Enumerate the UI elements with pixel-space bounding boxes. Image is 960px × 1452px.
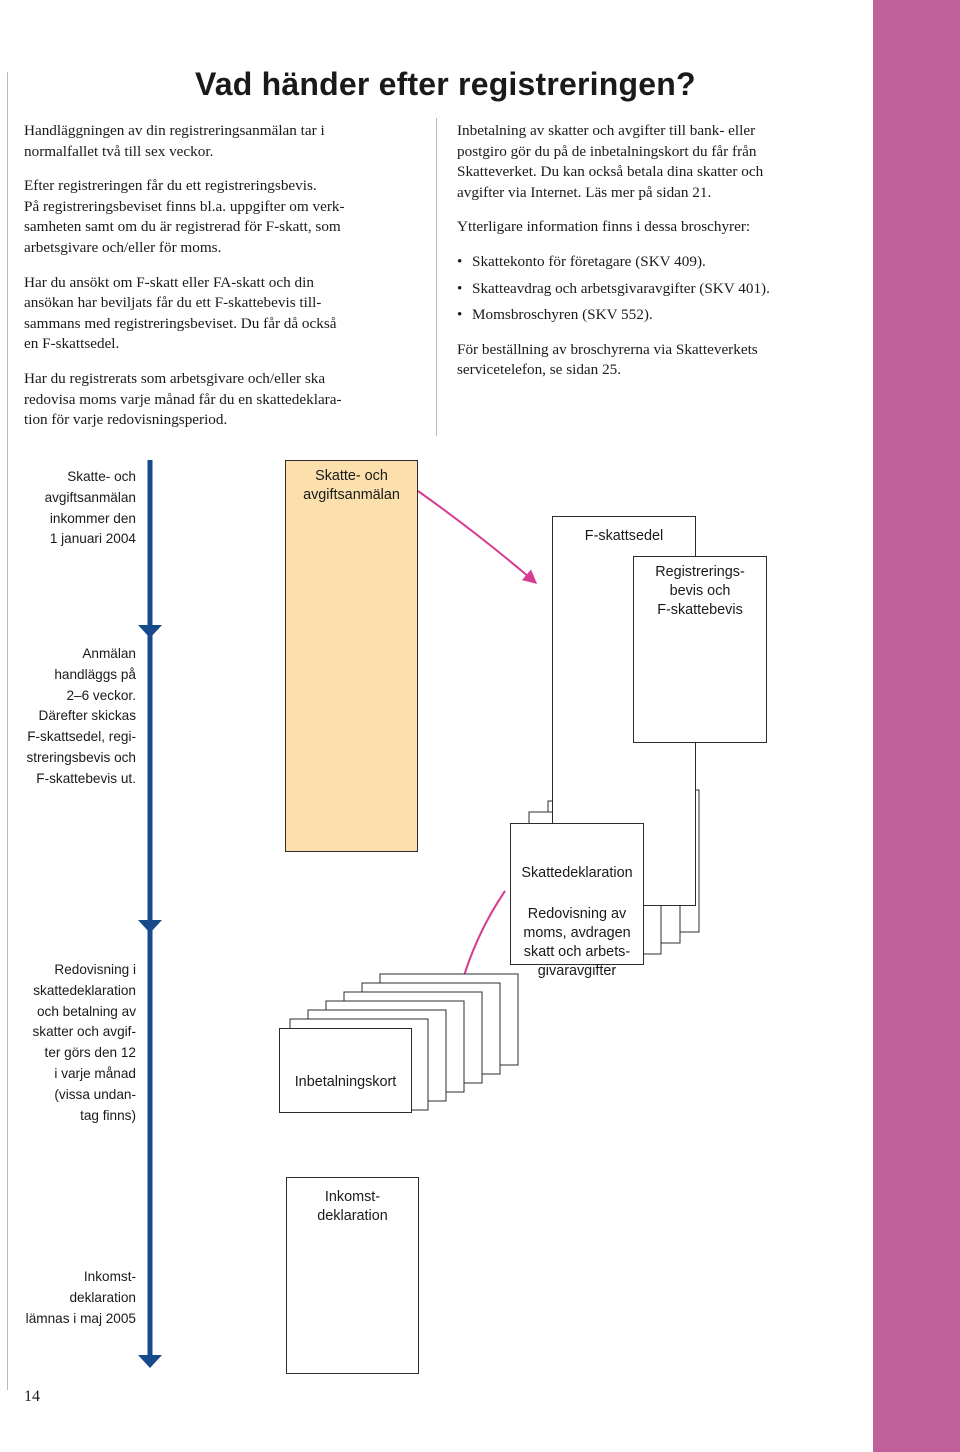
list-item: •Skatteavdrag och arbetsgivaravgifter (S… <box>457 279 852 300</box>
timeline <box>138 460 162 1368</box>
page-title: Vad händer efter registreringen? <box>195 66 696 102</box>
flow-arrow <box>456 890 506 991</box>
right-text-column: Inbetalning av skatter och avgifter till… <box>457 121 852 395</box>
timeline-label-processing: Anmälan handläggs på 2–6 veckor. Därefte… <box>26 646 136 786</box>
list-item: •Skattekonto för företagare (SKV 409). <box>457 252 852 273</box>
skattedeklaration-title: Skattedeklaration <box>521 865 633 881</box>
registreringsbevis-box <box>633 556 767 743</box>
inkomstdeklaration-box <box>286 1177 419 1374</box>
bullet-icon: • <box>457 252 463 270</box>
timeline-arrowhead <box>138 1355 162 1368</box>
paragraph-tax-return: Har du registrerats som arbetsgivare och… <box>24 369 342 429</box>
left-text-column: Handläggningen av din registreringsanmäl… <box>24 121 422 445</box>
inkomstdeklaration-label: Inkomst- deklaration <box>317 1189 388 1224</box>
ordering-info: För beställning av broschyrerna via Skat… <box>457 340 758 379</box>
inbetalningskort-label: Inbetalningskort <box>294 1074 397 1090</box>
skattedeklaration-box <box>510 823 644 965</box>
f-skattsedel-label: F-skattsedel <box>584 528 664 544</box>
timeline-arrowhead <box>138 920 162 933</box>
timeline-arrowhead <box>138 625 162 638</box>
inbetalningskort-box <box>279 1028 412 1113</box>
center-column-rule <box>436 118 437 436</box>
bullet-icon: • <box>457 279 463 297</box>
timeline-label-start: Skatte- och avgiftsanmälan inkommer den … <box>44 469 136 547</box>
paragraph-processing-time: Handläggningen av din registreringsanmäl… <box>24 122 325 160</box>
brochures-intro: Ytterligare information finns i dessa br… <box>457 218 751 236</box>
page-number: 14 <box>24 1388 40 1405</box>
anmalan-label: Skatte- och avgiftsanmälan <box>303 468 400 503</box>
paragraph-registration-certificate: Efter registreringen får du ett registre… <box>24 177 345 256</box>
list-item: •Momsbroschyren (SKV 552). <box>457 305 852 326</box>
paragraph-payment: Inbetalning av skatter och avgifter till… <box>457 122 764 201</box>
accent-side-bar <box>873 0 960 1452</box>
timeline-label-monthly: Redovisning i skattedeklaration och beta… <box>32 962 136 1123</box>
left-column-rule <box>7 72 8 1390</box>
flow-arrow <box>417 490 538 584</box>
registreringsbevis-label: Registrerings- bevis och F-skattebevis <box>655 564 745 618</box>
anmalan-box <box>285 460 418 852</box>
brochure-list: •Skattekonto för företagare (SKV 409). •… <box>457 252 852 326</box>
timeline-label-income-return: Inkomst- deklaration lämnas i maj 2005 <box>25 1269 136 1326</box>
paragraph-f-tax: Har du ansökt om F-skatt eller FA-skatt … <box>24 273 337 353</box>
bullet-icon: • <box>457 306 463 324</box>
skattedeklaration-description: Redovisning av moms, avdragen skatt och … <box>523 906 631 979</box>
